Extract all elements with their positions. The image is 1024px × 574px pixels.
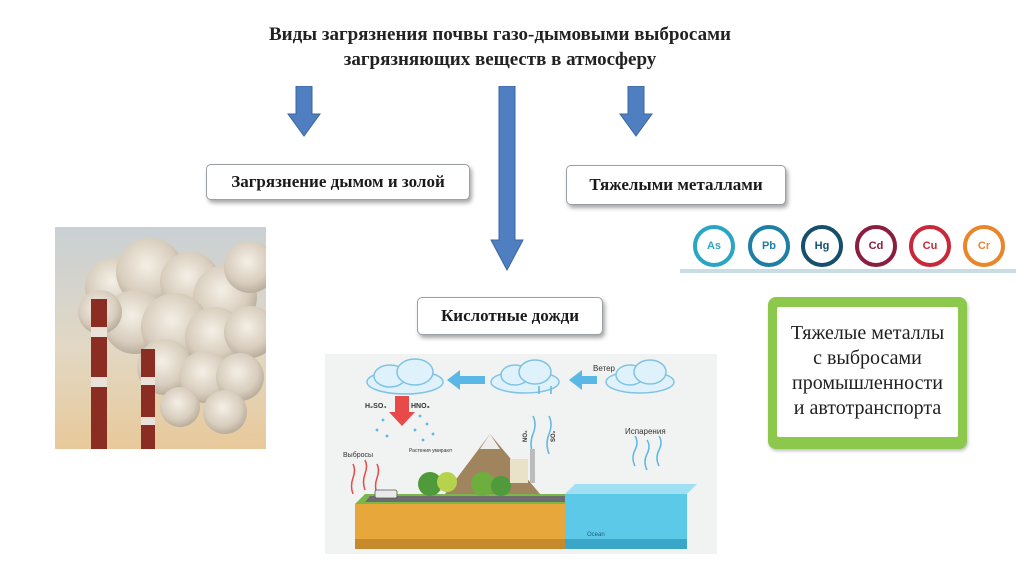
note-line-4: и автотранспорта: [768, 396, 967, 421]
smokestack-photo: [55, 227, 266, 449]
arrow-right: [618, 86, 654, 138]
title-line-2: загрязняющих веществ в атмосферу: [180, 47, 820, 72]
heavy-metals-label: Тяжелыми металлами: [589, 175, 762, 195]
heavy-metals-box: Тяжелыми металлами: [566, 165, 786, 205]
title-line-1: Виды загрязнения почвы газо-дымовыми выб…: [180, 22, 820, 47]
note-line-3: промышленности: [768, 371, 967, 396]
metal-badge: Cd: [855, 225, 897, 267]
smoke-pollution-box: Загрязнение дымом и золой: [206, 164, 470, 200]
evaporation-label: Испарения: [625, 427, 666, 436]
acid-rain-illustration: Ветер Испарения Выбросы Растения умирают…: [325, 354, 717, 554]
arrow-center: [489, 86, 525, 272]
note-line-2: с выбросами: [768, 346, 967, 371]
acid-rain-box: Кислотные дожди: [417, 297, 603, 335]
arrow-left: [286, 86, 322, 138]
plants-label: Растения умирают: [409, 448, 453, 454]
acid-1-label: H₂SO₄: [365, 403, 387, 410]
metal-badge: Cu: [909, 225, 951, 267]
metal-badge: Hg: [801, 225, 843, 267]
acid-2-label: HNO₃: [411, 403, 430, 410]
note-line-1: Тяжелые металлы: [768, 321, 967, 346]
heavy-metals-note: Тяжелые металлы с выбросами промышленнос…: [768, 297, 967, 449]
metal-badge: Pb: [748, 225, 790, 267]
acid-rain-label: Кислотные дожди: [441, 306, 579, 326]
smoke-pollution-label: Загрязнение дымом и золой: [231, 172, 445, 192]
emissions-label: Выбросы: [343, 451, 373, 459]
metal-badge: As: [693, 225, 735, 267]
wind-label: Ветер: [593, 364, 616, 373]
metals-strip: As Pb Hg Cd Cu Cr: [680, 213, 1016, 273]
note-text: Тяжелые металлы с выбросами промышленнос…: [768, 321, 967, 421]
gas-2-label: SO₂: [551, 430, 557, 442]
metal-badge: Cr: [963, 225, 1005, 267]
diagram-title: Виды загрязнения почвы газо-дымовыми выб…: [180, 22, 820, 72]
ocean-label: Ocean: [587, 532, 605, 538]
gas-1-label: NO₂: [523, 430, 529, 442]
